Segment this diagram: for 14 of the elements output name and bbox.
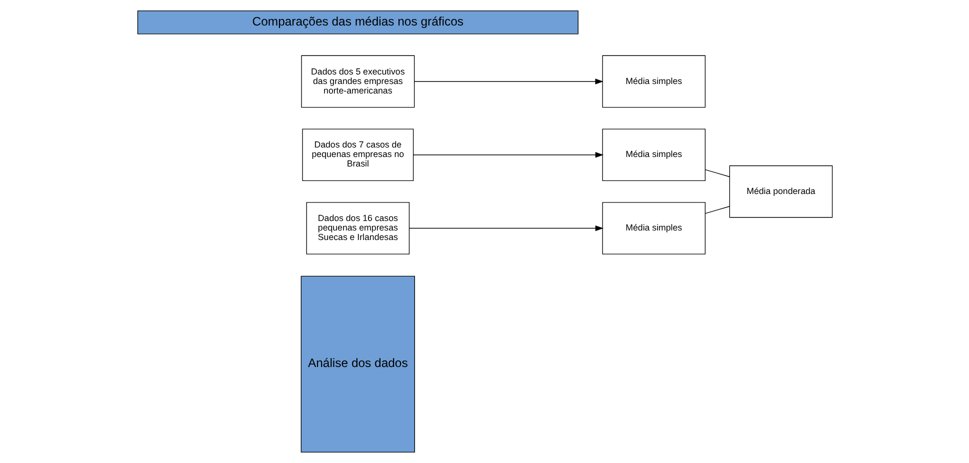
arrow	[408, 225, 604, 232]
node-box: Média simples	[602, 55, 706, 108]
connector	[704, 206, 730, 214]
node-box: Análise dos dados	[300, 276, 414, 453]
node-box: Dados dos 5 executivos das grandes empresas norte-americanas	[300, 55, 414, 108]
node-box: Dados dos 16 casos pequenas empresas Suecas e Irlandesas	[306, 202, 410, 254]
node-box: Média simples	[602, 202, 706, 254]
connector	[704, 169, 730, 178]
node-box: Média ponderada	[728, 165, 832, 218]
node-box: Comparações das médias nos gráficos	[136, 10, 578, 34]
node-box: Dados dos 7 casos de pequenas empresas no Brasil	[302, 128, 414, 182]
arrow	[414, 78, 603, 84]
node-box: Média simples	[602, 128, 706, 182]
arrow	[412, 152, 603, 158]
